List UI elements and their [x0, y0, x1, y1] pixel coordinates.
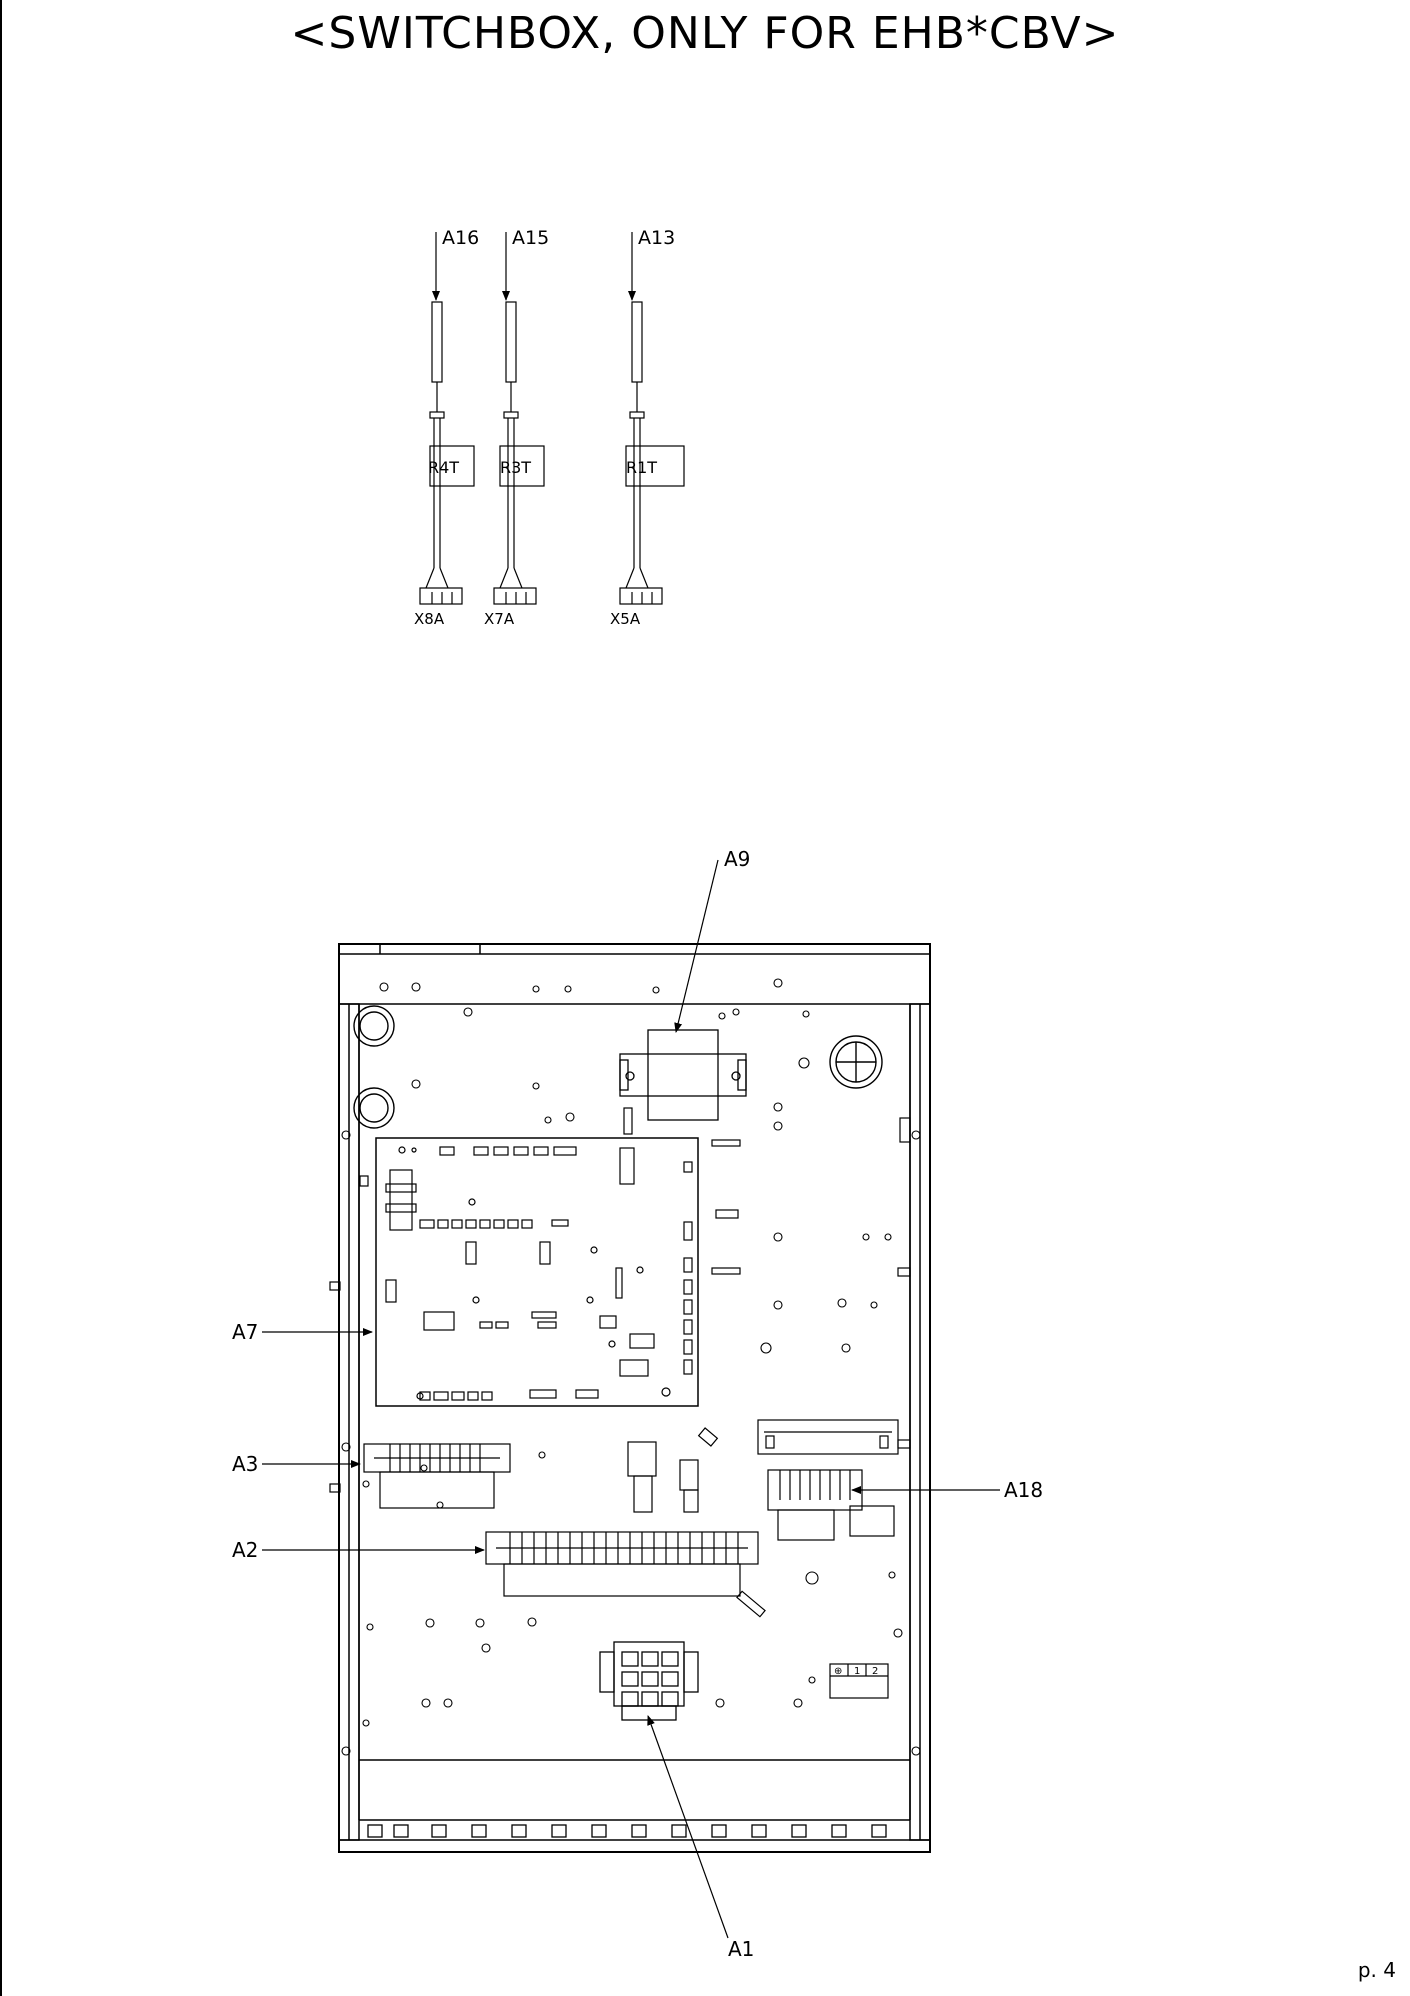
sensor-a13-r1t [619, 232, 685, 605]
callout-a16: A16 [442, 227, 479, 249]
power-terminal-a1 [599, 1641, 699, 1721]
din-rail-and-terminal-a18 [757, 1419, 899, 1541]
callout-a2: A2 [232, 1538, 258, 1562]
leader-lines [262, 859, 1000, 1939]
mounting-holes [341, 978, 921, 1756]
connector-label-x7a: X7A [484, 610, 515, 628]
page-number: p. 4 [1357, 1958, 1396, 1982]
callout-a1: A1 [728, 1937, 754, 1961]
callout-a3: A3 [232, 1452, 258, 1476]
sensor-a16-r4t [419, 232, 475, 605]
sensor-a15-r3t [493, 232, 545, 605]
callout-a15: A15 [512, 227, 549, 249]
sensor-label-r1t: R1T [626, 458, 657, 477]
plate-terminal-1: 1 [854, 1666, 860, 1677]
page-title: <SWITCHBOX, ONLY FOR EHB*CBV> [290, 8, 1120, 59]
terminal-block-a2 [485, 1531, 766, 1618]
wire-connectors [329, 1107, 911, 1493]
terminal-label-plate [829, 1663, 889, 1699]
callout-a18: A18 [1004, 1478, 1043, 1502]
pcb-a7 [375, 1137, 699, 1407]
callout-a13: A13 [638, 227, 675, 249]
callout-a7: A7 [232, 1320, 258, 1344]
bottom-cable-slots [367, 1824, 887, 1838]
callout-a9: A9 [724, 847, 750, 871]
relay-connectors [627, 1427, 719, 1513]
transformer-a9 [619, 1029, 747, 1121]
plate-ground-symbol: ⊕ [834, 1666, 842, 1677]
terminal-block-a3 [363, 1443, 511, 1509]
connector-label-x8a: X8A [414, 610, 445, 628]
cable-grommets [353, 1005, 883, 1129]
connector-label-x5a: X5A [610, 610, 641, 628]
switchbox-housing [338, 943, 931, 1853]
plate-terminal-2: 2 [872, 1666, 878, 1677]
sensor-label-r3t: R3T [500, 458, 531, 477]
sensor-label-r4t: R4T [428, 458, 459, 477]
